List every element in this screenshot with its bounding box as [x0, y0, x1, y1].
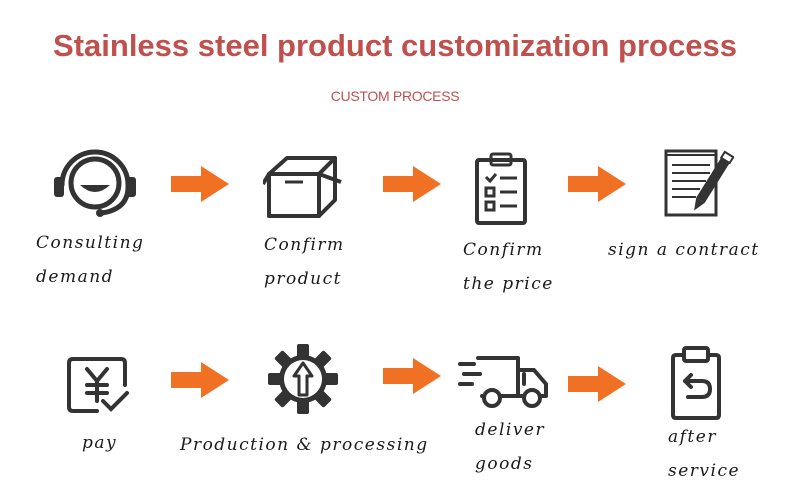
truck-icon: [458, 356, 548, 408]
arrow-5-icon: [383, 358, 441, 394]
arrow-4-icon: [171, 362, 229, 398]
step-label-pay: pay: [82, 433, 118, 453]
gear-icon: [268, 344, 338, 414]
step-label-consulting-demand: Consulting demand: [36, 233, 145, 287]
step-label-confirm-price: Confirm the price: [463, 240, 554, 294]
step-label-after-service: after service: [668, 427, 741, 481]
step-label-sign-contract: sign a contract: [608, 240, 760, 260]
step-label-production-processing: Production & processing: [180, 435, 429, 455]
step-label-deliver-goods: deliver goods: [475, 420, 546, 474]
return-clipboard-icon: [671, 346, 721, 420]
page-title: Stainless steel product customization pr…: [53, 28, 737, 63]
arrow-1-icon: [171, 166, 229, 202]
page-subtitle: CUSTOM PROCESS: [330, 88, 460, 104]
contract-pen-icon: [664, 149, 734, 217]
headset-icon: [54, 149, 136, 217]
box-icon: [263, 156, 342, 218]
arrow-3-icon: [568, 166, 626, 202]
yuan-payment-icon: [67, 357, 129, 413]
checklist-icon: [475, 152, 527, 225]
step-label-confirm-product: Confirm product: [264, 235, 345, 289]
arrow-6-icon: [568, 366, 626, 402]
arrow-2-icon: [383, 166, 441, 202]
